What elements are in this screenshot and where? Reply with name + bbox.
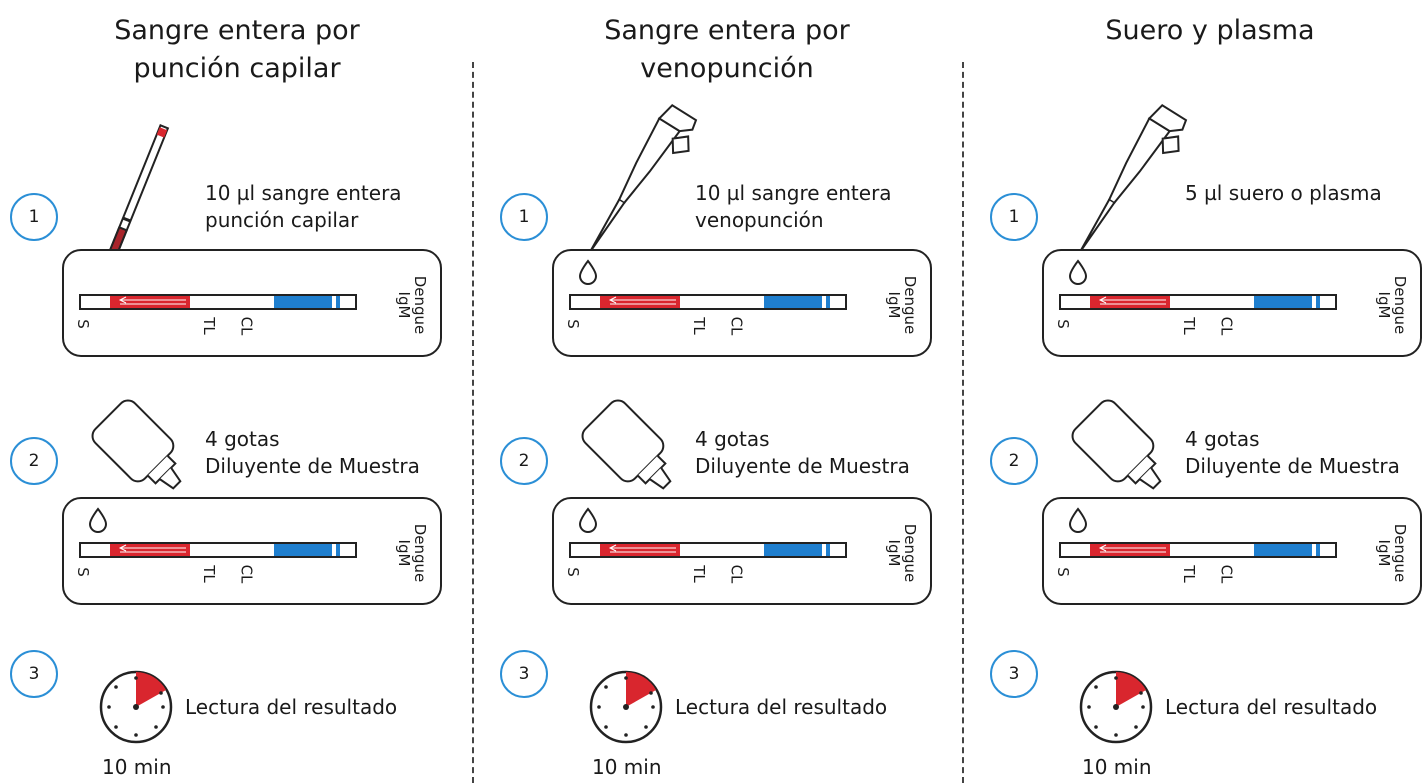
timer-icon: [589, 670, 663, 744]
step-2-number: 2: [990, 437, 1038, 485]
column-title: Sangre entera por venopunción: [490, 12, 964, 88]
cassette-drawing: [62, 249, 442, 357]
step-2-line-2: Diluyente de Muestra: [1185, 454, 1400, 478]
step-2-line-1: 4 gotas: [695, 427, 770, 451]
test-cassette: S TL CL Dengue IgM: [552, 249, 932, 357]
column-divider: [962, 62, 964, 783]
test-cassette: S TL CL Dengue IgM: [62, 497, 442, 605]
title-line-2: punción capilar: [133, 53, 341, 84]
step-1-line-1: 5 µl suero o plasma: [1185, 181, 1382, 205]
pipette-icon: [589, 104, 698, 253]
timer-icon: [1079, 670, 1153, 744]
title-line-1: Suero y plasma: [1105, 15, 1315, 46]
cassette-drawing: [552, 497, 932, 605]
step-3-number: 3: [10, 650, 58, 698]
step-2-number: 2: [500, 437, 548, 485]
step-3-instruction: Lectura del resultado: [185, 695, 398, 719]
title-line-1: Sangre entera por: [114, 15, 360, 46]
step-1-instruction: 10 µl sangre entera venopunción: [695, 180, 892, 234]
column-capillary: Sangre entera por punción capilar 1 10 µ…: [0, 0, 474, 783]
step-1-instruction: 5 µl suero o plasma: [1185, 180, 1382, 207]
cassette-drawing: [62, 497, 442, 605]
step-3-number: 3: [990, 650, 1038, 698]
column-title: Suero y plasma: [980, 12, 1422, 50]
step-2-instruction: 4 gotas Diluyente de Muestra: [205, 426, 420, 480]
step-3-duration: 10 min: [1082, 755, 1152, 779]
step-1-line-2: venopunción: [695, 208, 824, 232]
test-cassette: S TL CL Dengue IgM: [1042, 497, 1422, 605]
dropper-bottle-icon: [91, 399, 182, 490]
test-cassette: S TL CL Dengue IgM: [62, 249, 442, 357]
cassette-drawing: [1042, 497, 1422, 605]
step-3-duration: 10 min: [102, 755, 172, 779]
step-2-number: 2: [10, 437, 58, 485]
cassette-drawing: [552, 249, 932, 357]
dropper-bottle-icon: [1071, 399, 1162, 490]
dropper-bottle-icon: [581, 399, 672, 490]
step-1-number: 1: [990, 193, 1038, 241]
pipette-icon: [1079, 104, 1188, 253]
step-2-line-2: Diluyente de Muestra: [695, 454, 910, 478]
step-3-number: 3: [500, 650, 548, 698]
timer-icon: [99, 670, 173, 744]
step-1-line-1: 10 µl sangre entera: [695, 181, 892, 205]
step-2-instruction: 4 gotas Diluyente de Muestra: [1185, 426, 1400, 480]
test-cassette: S TL CL Dengue IgM: [552, 497, 932, 605]
title-line-2: venopunción: [640, 53, 814, 84]
step-2-line-1: 4 gotas: [205, 427, 280, 451]
column-venipuncture: Sangre entera por venopunción 1 10 µl sa…: [490, 0, 964, 783]
step-3-instruction: Lectura del resultado: [675, 695, 888, 719]
column-divider: [472, 62, 474, 783]
title-line-1: Sangre entera por: [604, 15, 850, 46]
step-2-instruction: 4 gotas Diluyente de Muestra: [695, 426, 910, 480]
step-1-number: 1: [10, 193, 58, 241]
step-3-duration: 10 min: [592, 755, 662, 779]
step-1-number: 1: [500, 193, 548, 241]
step-1-line-1: 10 µl sangre entera: [205, 181, 402, 205]
cassette-drawing: [1042, 249, 1422, 357]
test-cassette: S TL CL Dengue IgM: [1042, 249, 1422, 357]
step-1-instruction: 10 µl sangre entera punción capilar: [205, 180, 402, 234]
column-serum-plasma: Suero y plasma 1 5 µl suero o plasma S T…: [980, 0, 1422, 783]
step-3-instruction: Lectura del resultado: [1165, 695, 1378, 719]
column-title: Sangre entera por punción capilar: [0, 12, 474, 88]
step-1-line-2: punción capilar: [205, 208, 359, 232]
step-2-line-1: 4 gotas: [1185, 427, 1260, 451]
step-2-line-2: Diluyente de Muestra: [205, 454, 420, 478]
